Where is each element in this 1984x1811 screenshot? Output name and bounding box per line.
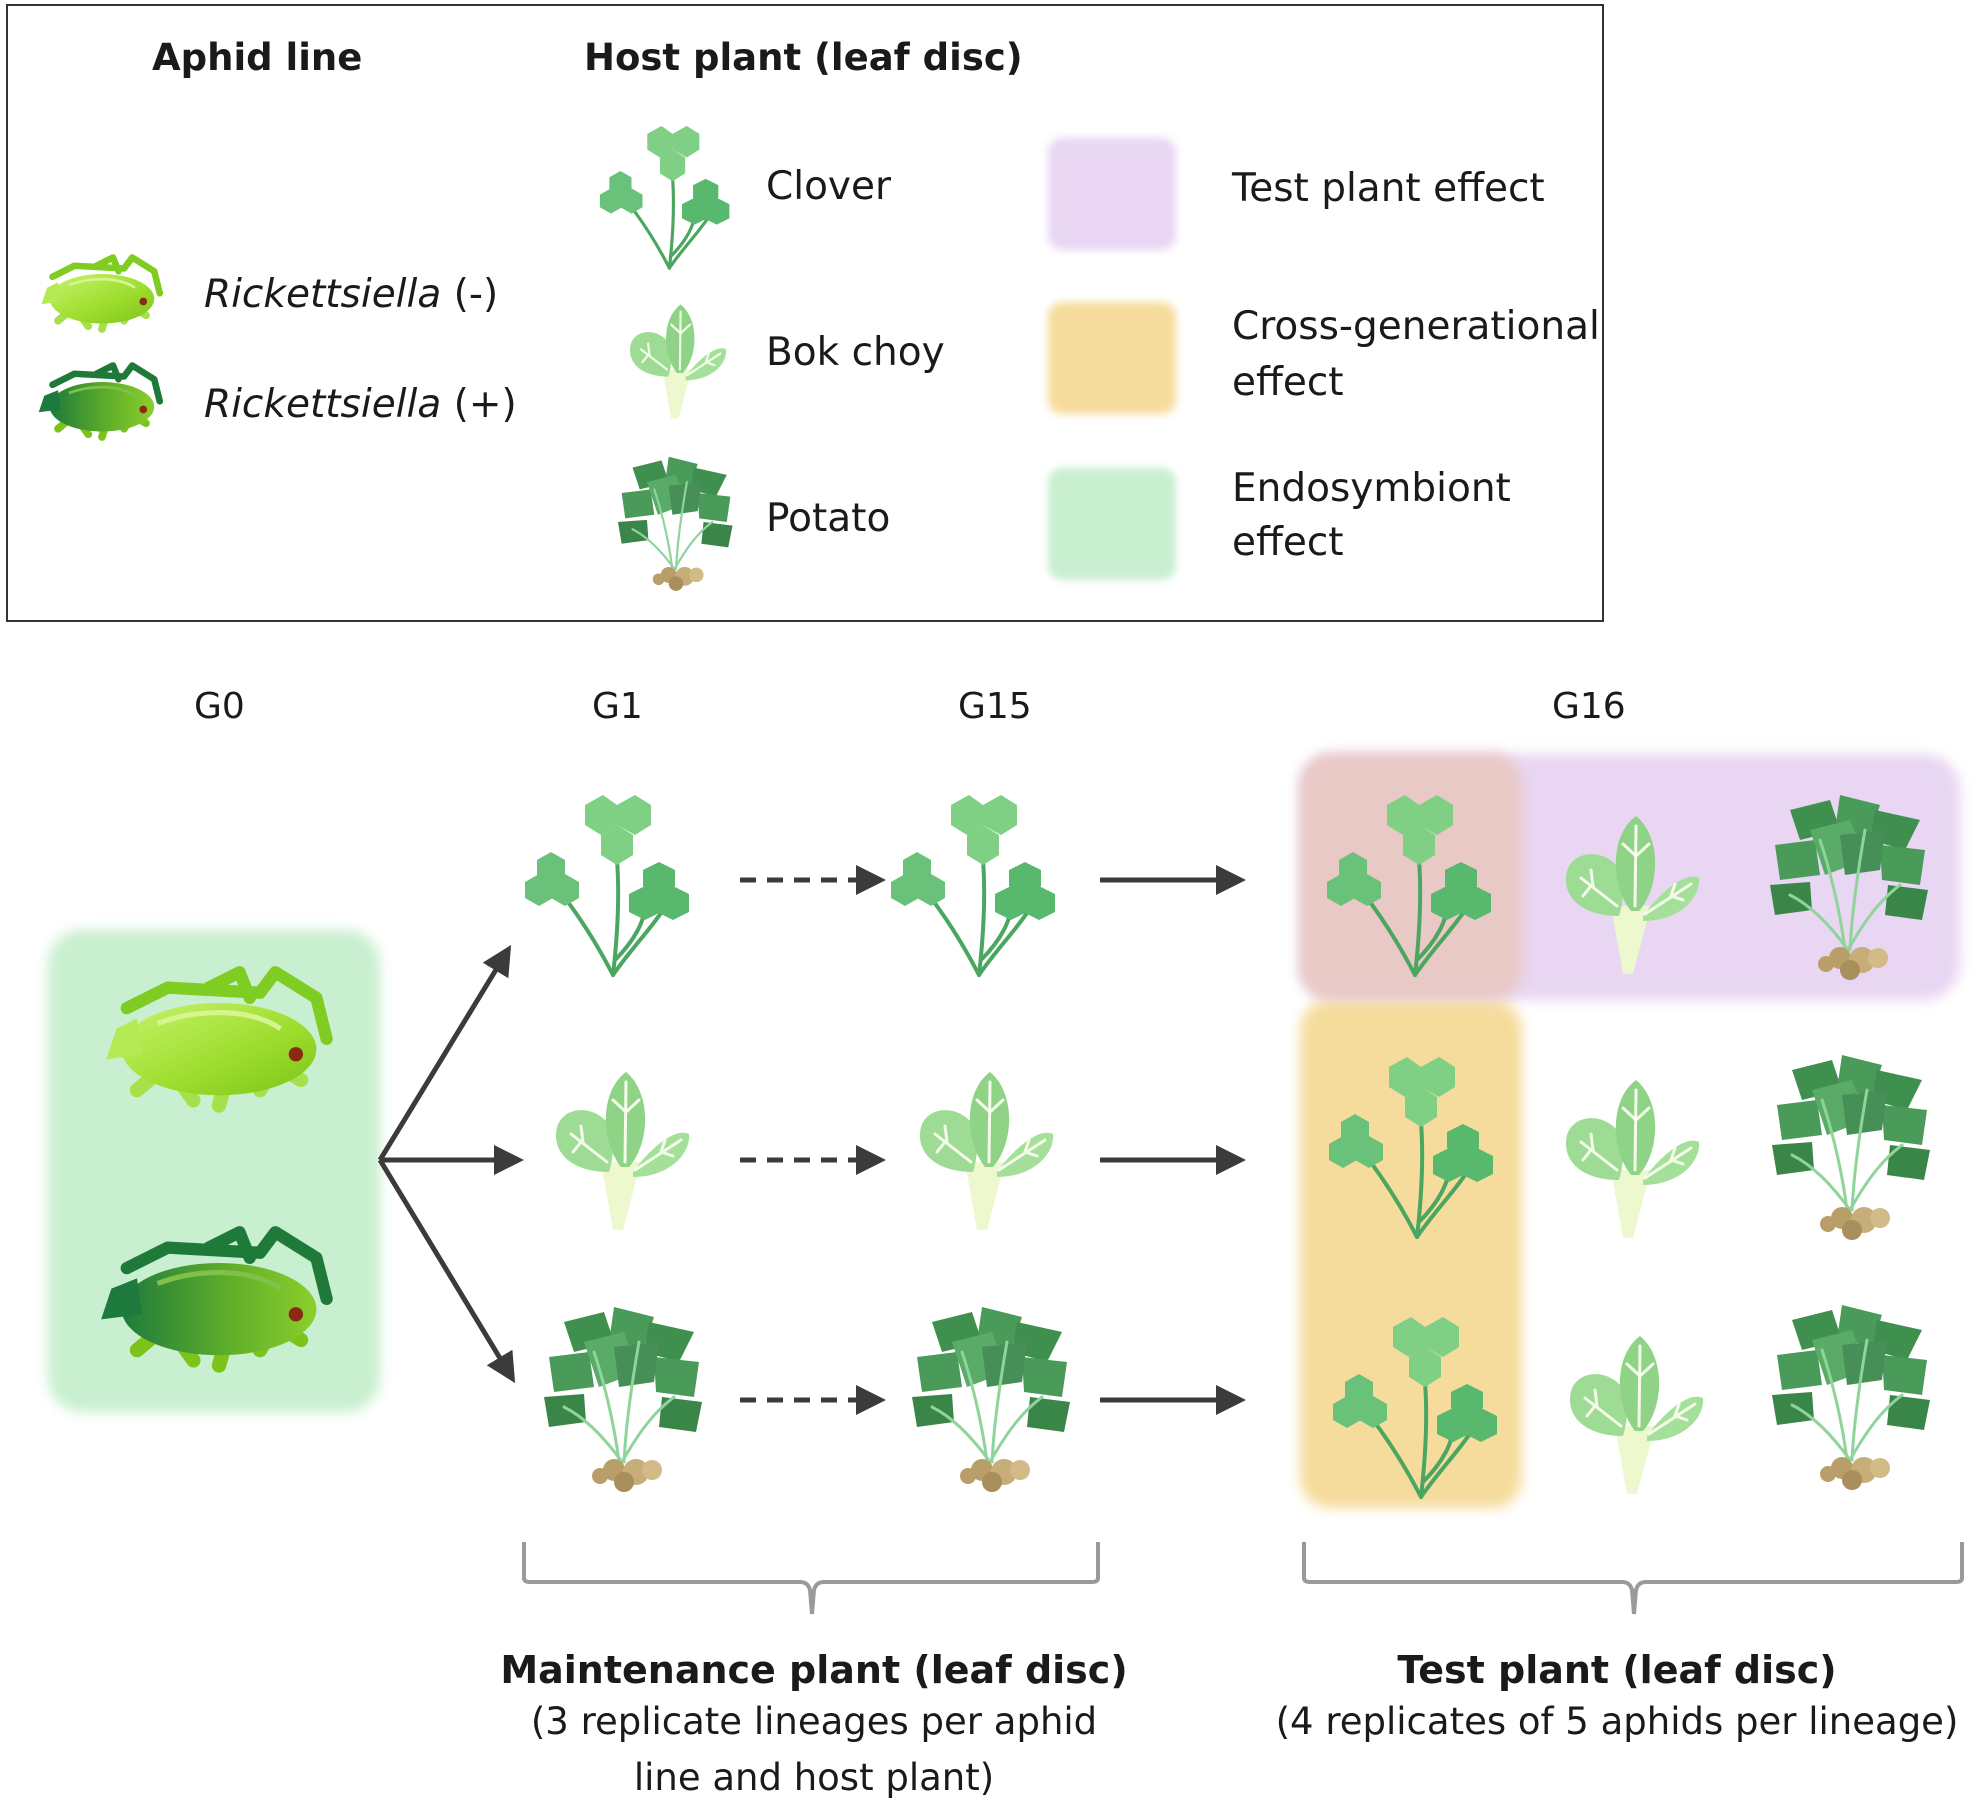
maintenance-caption: Maintenance plant (leaf disc) (3 replica… — [480, 1648, 1148, 1806]
g0-aphid-dark — [101, 1232, 327, 1365]
effect-label-cross-generational-line2: effect — [1232, 360, 1344, 405]
g16-row1-potato — [1770, 793, 1930, 980]
effect-label-test-plant: Test plant effect — [1232, 166, 1545, 211]
effect-label-cross-generational-line1: Cross-generational — [1232, 304, 1600, 349]
g1-bok-choy — [554, 1070, 691, 1232]
plant-label-potato: Potato — [766, 496, 891, 541]
g15-clover — [891, 795, 1055, 975]
test-title: Test plant (leaf disc) — [1397, 1648, 1837, 1692]
generation-label-g15: G15 — [958, 686, 1032, 727]
g15-bok-choy — [918, 1070, 1055, 1232]
test-brace — [1302, 1542, 1964, 1615]
test-plant-effect-swatch — [1048, 138, 1176, 250]
maintenance-sub-line2: line and host plant) — [633, 1756, 995, 1799]
g0-aphid-light — [106, 972, 326, 1105]
branch-arrow-bottom — [377, 1158, 516, 1384]
g16-row1-clover — [1327, 795, 1491, 975]
dashed-arrows — [740, 865, 886, 1415]
g16-row1-bok-choy — [1564, 814, 1701, 976]
g16-row3-clover — [1333, 1317, 1497, 1497]
g16-row2-potato — [1772, 1053, 1932, 1240]
plant-label-bok-choy: Bok choy — [766, 330, 945, 375]
maintenance-title: Maintenance plant (leaf disc) — [500, 1648, 1128, 1692]
aphid-line-header: Aphid line — [152, 36, 363, 79]
legend-box — [6, 4, 1604, 622]
g16-row3-bok-choy — [1568, 1334, 1705, 1496]
solid-arrows — [1100, 865, 1246, 1415]
generation-label-g0: G0 — [194, 686, 245, 727]
generation-label-g1: G1 — [592, 686, 643, 727]
plant-label-clover: Clover — [766, 164, 892, 209]
effect-label-endosymbiont-line2: effect — [1232, 520, 1344, 565]
maintenance-brace — [522, 1542, 1100, 1615]
g16-row2-bok-choy — [1564, 1078, 1701, 1240]
maintenance-sub-line1: (3 replicate lineages per aphid — [530, 1700, 1098, 1743]
endosymbiont-effect-swatch — [1048, 468, 1176, 580]
g16-row2-clover — [1329, 1057, 1493, 1237]
branch-arrows — [377, 944, 524, 1384]
aphid-line-plus-label: Rickettsiella (+) — [204, 382, 517, 427]
generation-label-g16: G16 — [1552, 686, 1626, 727]
test-caption: Test plant (leaf disc) (4 replicates of … — [1260, 1648, 1974, 1750]
branch-arrow-top — [377, 944, 512, 1162]
aphid-line-minus-label: Rickettsiella (-) — [204, 272, 499, 317]
g16-row3-potato — [1772, 1303, 1932, 1490]
g1-potato — [544, 1305, 704, 1492]
cross-generational-effect-swatch — [1048, 302, 1176, 414]
effect-label-endosymbiont-line1: Endosymbiont — [1232, 466, 1511, 511]
g1-clover — [525, 795, 689, 975]
test-sub-line1: (4 replicates of 5 aphids per lineage) — [1275, 1700, 1959, 1743]
g15-potato — [912, 1305, 1072, 1492]
host-plant-header: Host plant (leaf disc) — [584, 36, 1023, 79]
